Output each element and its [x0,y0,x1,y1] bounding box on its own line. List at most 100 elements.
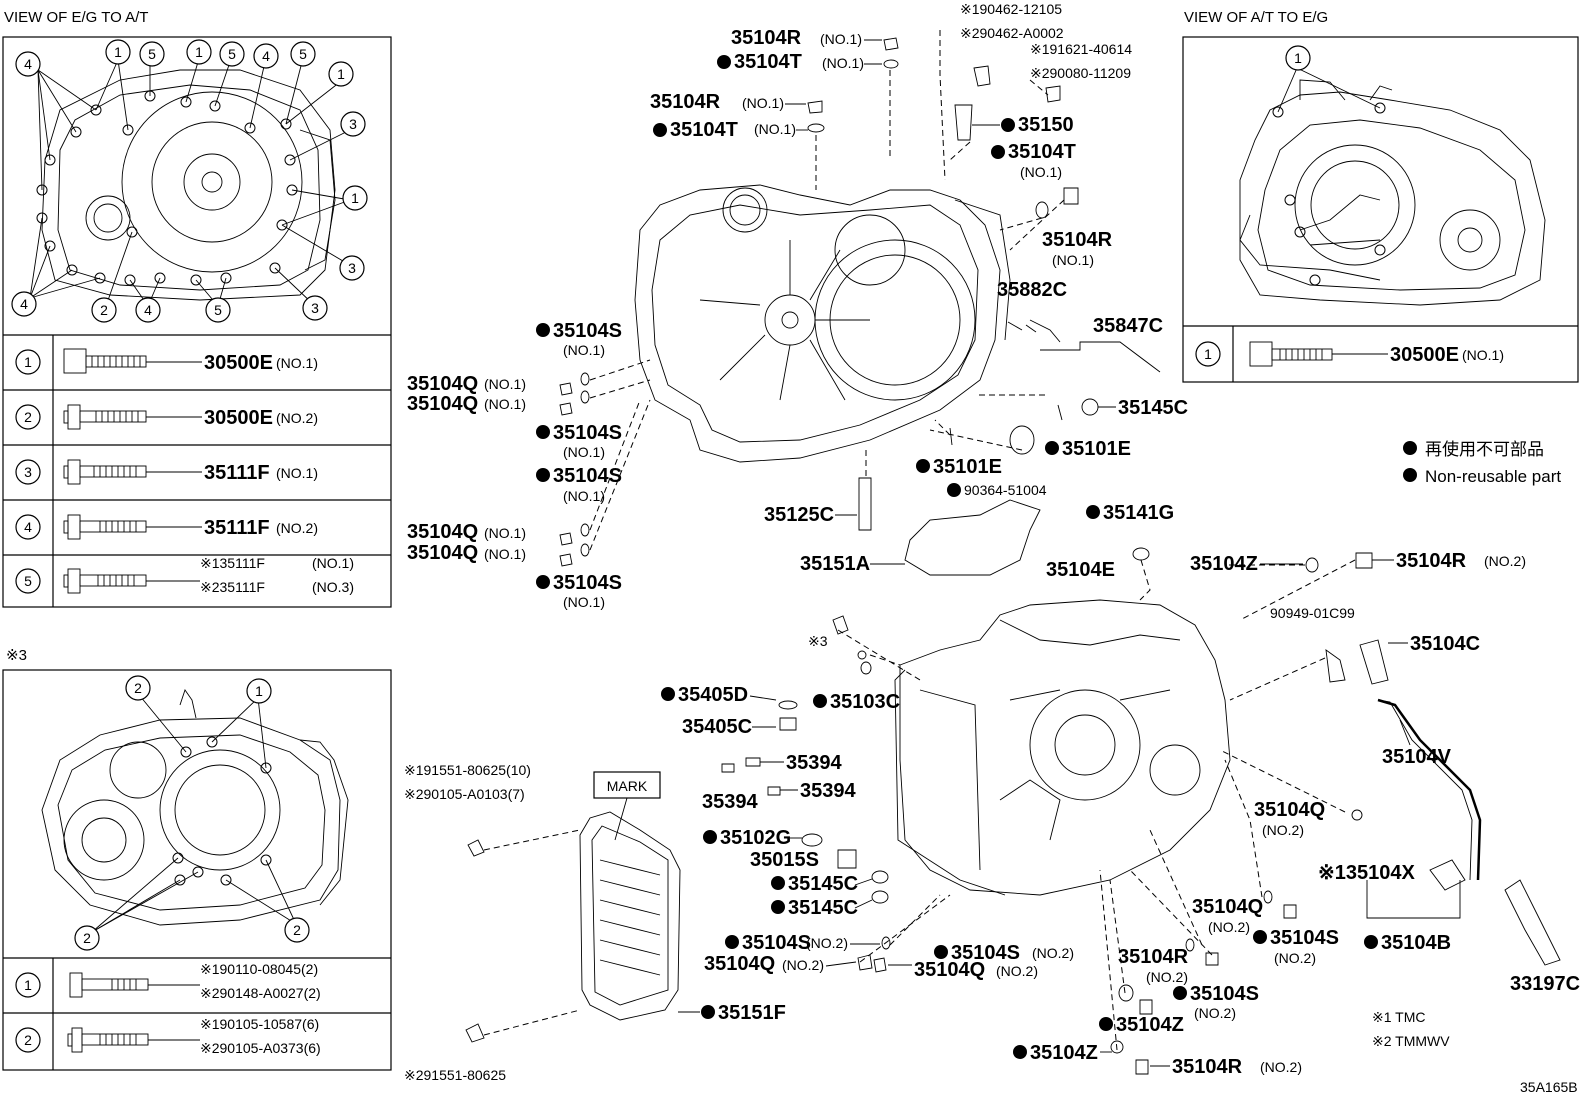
svg-text:2: 2 [24,1032,32,1048]
part-label-35104E: 35104E [1046,559,1115,581]
svg-text:35104S: 35104S [1190,983,1259,1005]
svg-text:(NO.1): (NO.1) [563,594,605,610]
svg-text:35104Z: 35104Z [1030,1042,1098,1064]
part-label-35104R: 35104R(NO.1) [650,91,806,113]
legend-row: 5 ※135111F (NO.1) ※235111F (NO.3) [15,555,354,595]
part-label-35125C: 35125C [764,504,857,526]
svg-text:4: 4 [20,296,28,312]
legend-eg: 1 30500E (NO.1) 2 30500E (NO.2) 3 35111F… [15,348,354,595]
svg-text:※290105-A0373(6): ※290105-A0373(6) [200,1040,321,1056]
svg-text:35104R: 35104R [731,27,802,49]
svg-text:35104Q: 35104Q [407,393,478,415]
svg-text:(NO.1): (NO.1) [484,525,526,541]
part-label-35104S: 35104S(NO.1) [536,572,622,610]
svg-text:(NO.1): (NO.1) [276,465,318,481]
svg-text:1: 1 [114,44,122,60]
svg-text:4: 4 [24,56,32,72]
part-label-35104S: 35104S(NO.2) [934,942,1074,964]
svg-text:(NO.2): (NO.2) [1260,1059,1302,1075]
svg-text:35103C: 35103C [830,691,900,713]
svg-text:※291551-80625: ※291551-80625 [404,1067,506,1083]
mark-callout: MARK [593,771,661,841]
svg-text:90364-51004: 90364-51004 [964,482,1047,498]
svg-text:1: 1 [1204,346,1212,362]
svg-text:5: 5 [299,46,307,62]
svg-text:35151A: 35151A [800,553,870,575]
view-at-frame [1182,36,1579,383]
svg-text:※290462-A0002: ※290462-A0002 [960,25,1064,41]
svg-text:35104R: 35104R [650,91,721,113]
svg-text:(NO.1): (NO.1) [563,342,605,358]
part-label-35104R: 35104R(NO.1) [1042,229,1113,268]
svg-text:35145C: 35145C [788,897,858,919]
part-label-35104Q: 35104Q(NO.2) [1192,896,1263,935]
svg-text:4: 4 [262,48,270,64]
svg-text:35394: 35394 [702,791,758,813]
part-label-35104Z: 35104Z [1190,553,1303,575]
part-label-35405C: 35405C [682,716,776,738]
part-label-35104Q: 35104Q(NO.2) [704,953,857,975]
svg-text:※1 TMC: ※1 TMC [1372,1009,1425,1025]
part-label-35104Q: 35104Q(NO.1) [407,393,526,415]
part-label-35394: 35394 [702,791,758,813]
svg-text:1: 1 [337,66,345,82]
part-label-35141G: 35141G [1086,502,1174,524]
svg-text:35015S: 35015S [750,849,819,871]
svg-text:35104S: 35104S [553,422,622,444]
part-label-291551: ※291551-80625 [404,1067,506,1083]
svg-text:35104E: 35104E [1046,559,1115,581]
svg-text:1: 1 [351,190,359,206]
svg-text:30500E: 30500E [204,352,273,374]
svg-text:35394: 35394 [800,780,856,802]
oil-strainer [904,499,1041,576]
part-label-90364: 90364-51004 [947,482,1047,498]
svg-text:4: 4 [144,302,152,318]
svg-text:※290080-11209: ※290080-11209 [1030,65,1131,81]
transaxle-housing-upper [634,184,1011,463]
part-label-35104S: 35104S(NO.2) [725,932,880,954]
part-label-35145C: 35145C [1098,397,1188,419]
part-label-35104S: 35104S(NO.1) [536,320,622,358]
svg-text:35394: 35394 [786,752,842,774]
svg-text:(NO.1): (NO.1) [1020,164,1062,180]
small-parts-glyphs [465,37,1561,1075]
part-label-35104V: 35104V [1382,719,1452,768]
svg-text:35104Q: 35104Q [407,542,478,564]
svg-text:(NO.1): (NO.1) [276,355,318,371]
svg-text:(NO.1): (NO.1) [754,121,796,137]
svg-text:35882C: 35882C [997,279,1067,301]
svg-text:35104R: 35104R [1042,229,1113,251]
part-label-33197C: 33197C [1510,973,1580,995]
part-label-35405D: 35405D [661,684,777,706]
svg-text:1: 1 [1294,50,1302,66]
legend-row: 2 30500E (NO.2) [15,404,318,430]
svg-text:(NO.2): (NO.2) [1208,919,1250,935]
svg-text:3: 3 [349,116,357,132]
svg-text:35104R: 35104R [1172,1056,1243,1078]
svg-text:Non-reusable part: Non-reusable part [1425,467,1561,486]
view-at-to-eg-title: VIEW OF A/T TO E/G [1184,9,1328,26]
svg-text:(NO.1): (NO.1) [312,555,354,571]
svg-text:35111F: 35111F [204,462,270,484]
part-label-35104T: 35104T(NO.1) [653,119,808,141]
svg-text:5: 5 [148,46,156,62]
svg-text:3: 3 [348,260,356,276]
part-label-x135104X: ※135104X [1318,862,1415,884]
legend-row: 3 35111F (NO.1) [15,459,318,485]
diagram-code: 35A165B [1520,1079,1578,1095]
svg-text:35125C: 35125C [764,504,834,526]
svg-text:(NO.1): (NO.1) [563,444,605,460]
svg-text:(NO.1): (NO.1) [822,55,864,71]
part-label-35394: 35394 [780,780,856,802]
svg-text:35405C: 35405C [682,716,752,738]
svg-text:1: 1 [24,977,32,993]
transaxle-case-lower [894,599,1231,896]
view-eg-to-at-title: VIEW OF E/G TO A/T [4,9,148,26]
svg-text:35145C: 35145C [788,873,858,895]
legend-row: 1 30500E (NO.1) [15,348,318,375]
svg-text:5: 5 [24,573,32,589]
part-label-35145C: 35145C [771,897,873,919]
svg-text:35405D: 35405D [678,684,748,706]
part-label-35104Z: 35104Z [1099,1014,1184,1036]
